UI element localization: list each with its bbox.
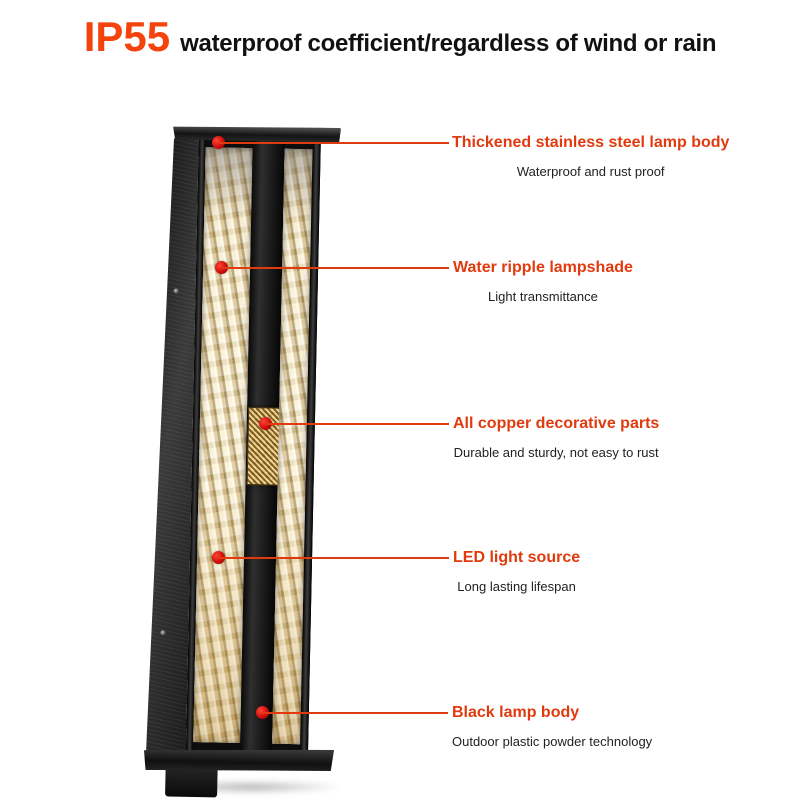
callout-subtext: Light transmittance xyxy=(488,289,598,304)
callout-label: All copper decorative parts xyxy=(453,415,660,432)
callout-line xyxy=(222,267,449,269)
callout-subtext: Durable and sturdy, not easy to rust xyxy=(453,445,659,460)
callout-line xyxy=(263,712,448,714)
header: IP55 waterproof coefficient/regardless o… xyxy=(0,13,800,60)
callout-subtext: Outdoor plastic powder technology xyxy=(452,734,653,749)
callout-label: LED light source xyxy=(453,549,581,566)
lamp-foot xyxy=(165,768,218,798)
callout-dot xyxy=(212,551,225,564)
callout-dot xyxy=(215,261,228,274)
callout-line xyxy=(266,423,449,425)
callout-label: Black lamp body xyxy=(452,704,580,721)
callout-line xyxy=(219,142,449,144)
ip-rating-badge: IP55 xyxy=(83,13,171,60)
page-title: waterproof coefficient/regardless of win… xyxy=(180,30,717,57)
product-image-lamp xyxy=(139,118,353,800)
callout-label: Water ripple lampshade xyxy=(453,259,633,276)
callout-subtext: Long lasting lifespan xyxy=(457,579,576,594)
screw-icon xyxy=(160,630,165,635)
callout-line xyxy=(219,557,449,559)
callout-dot xyxy=(212,136,225,149)
callout-dot xyxy=(256,706,269,719)
callout-label: Thickened stainless steel lamp body xyxy=(452,134,730,151)
callout-dot xyxy=(259,417,272,430)
screw-icon xyxy=(174,288,179,293)
callout-subtext: Waterproof and rust proof xyxy=(516,164,665,179)
lamp-front-face xyxy=(185,139,321,761)
